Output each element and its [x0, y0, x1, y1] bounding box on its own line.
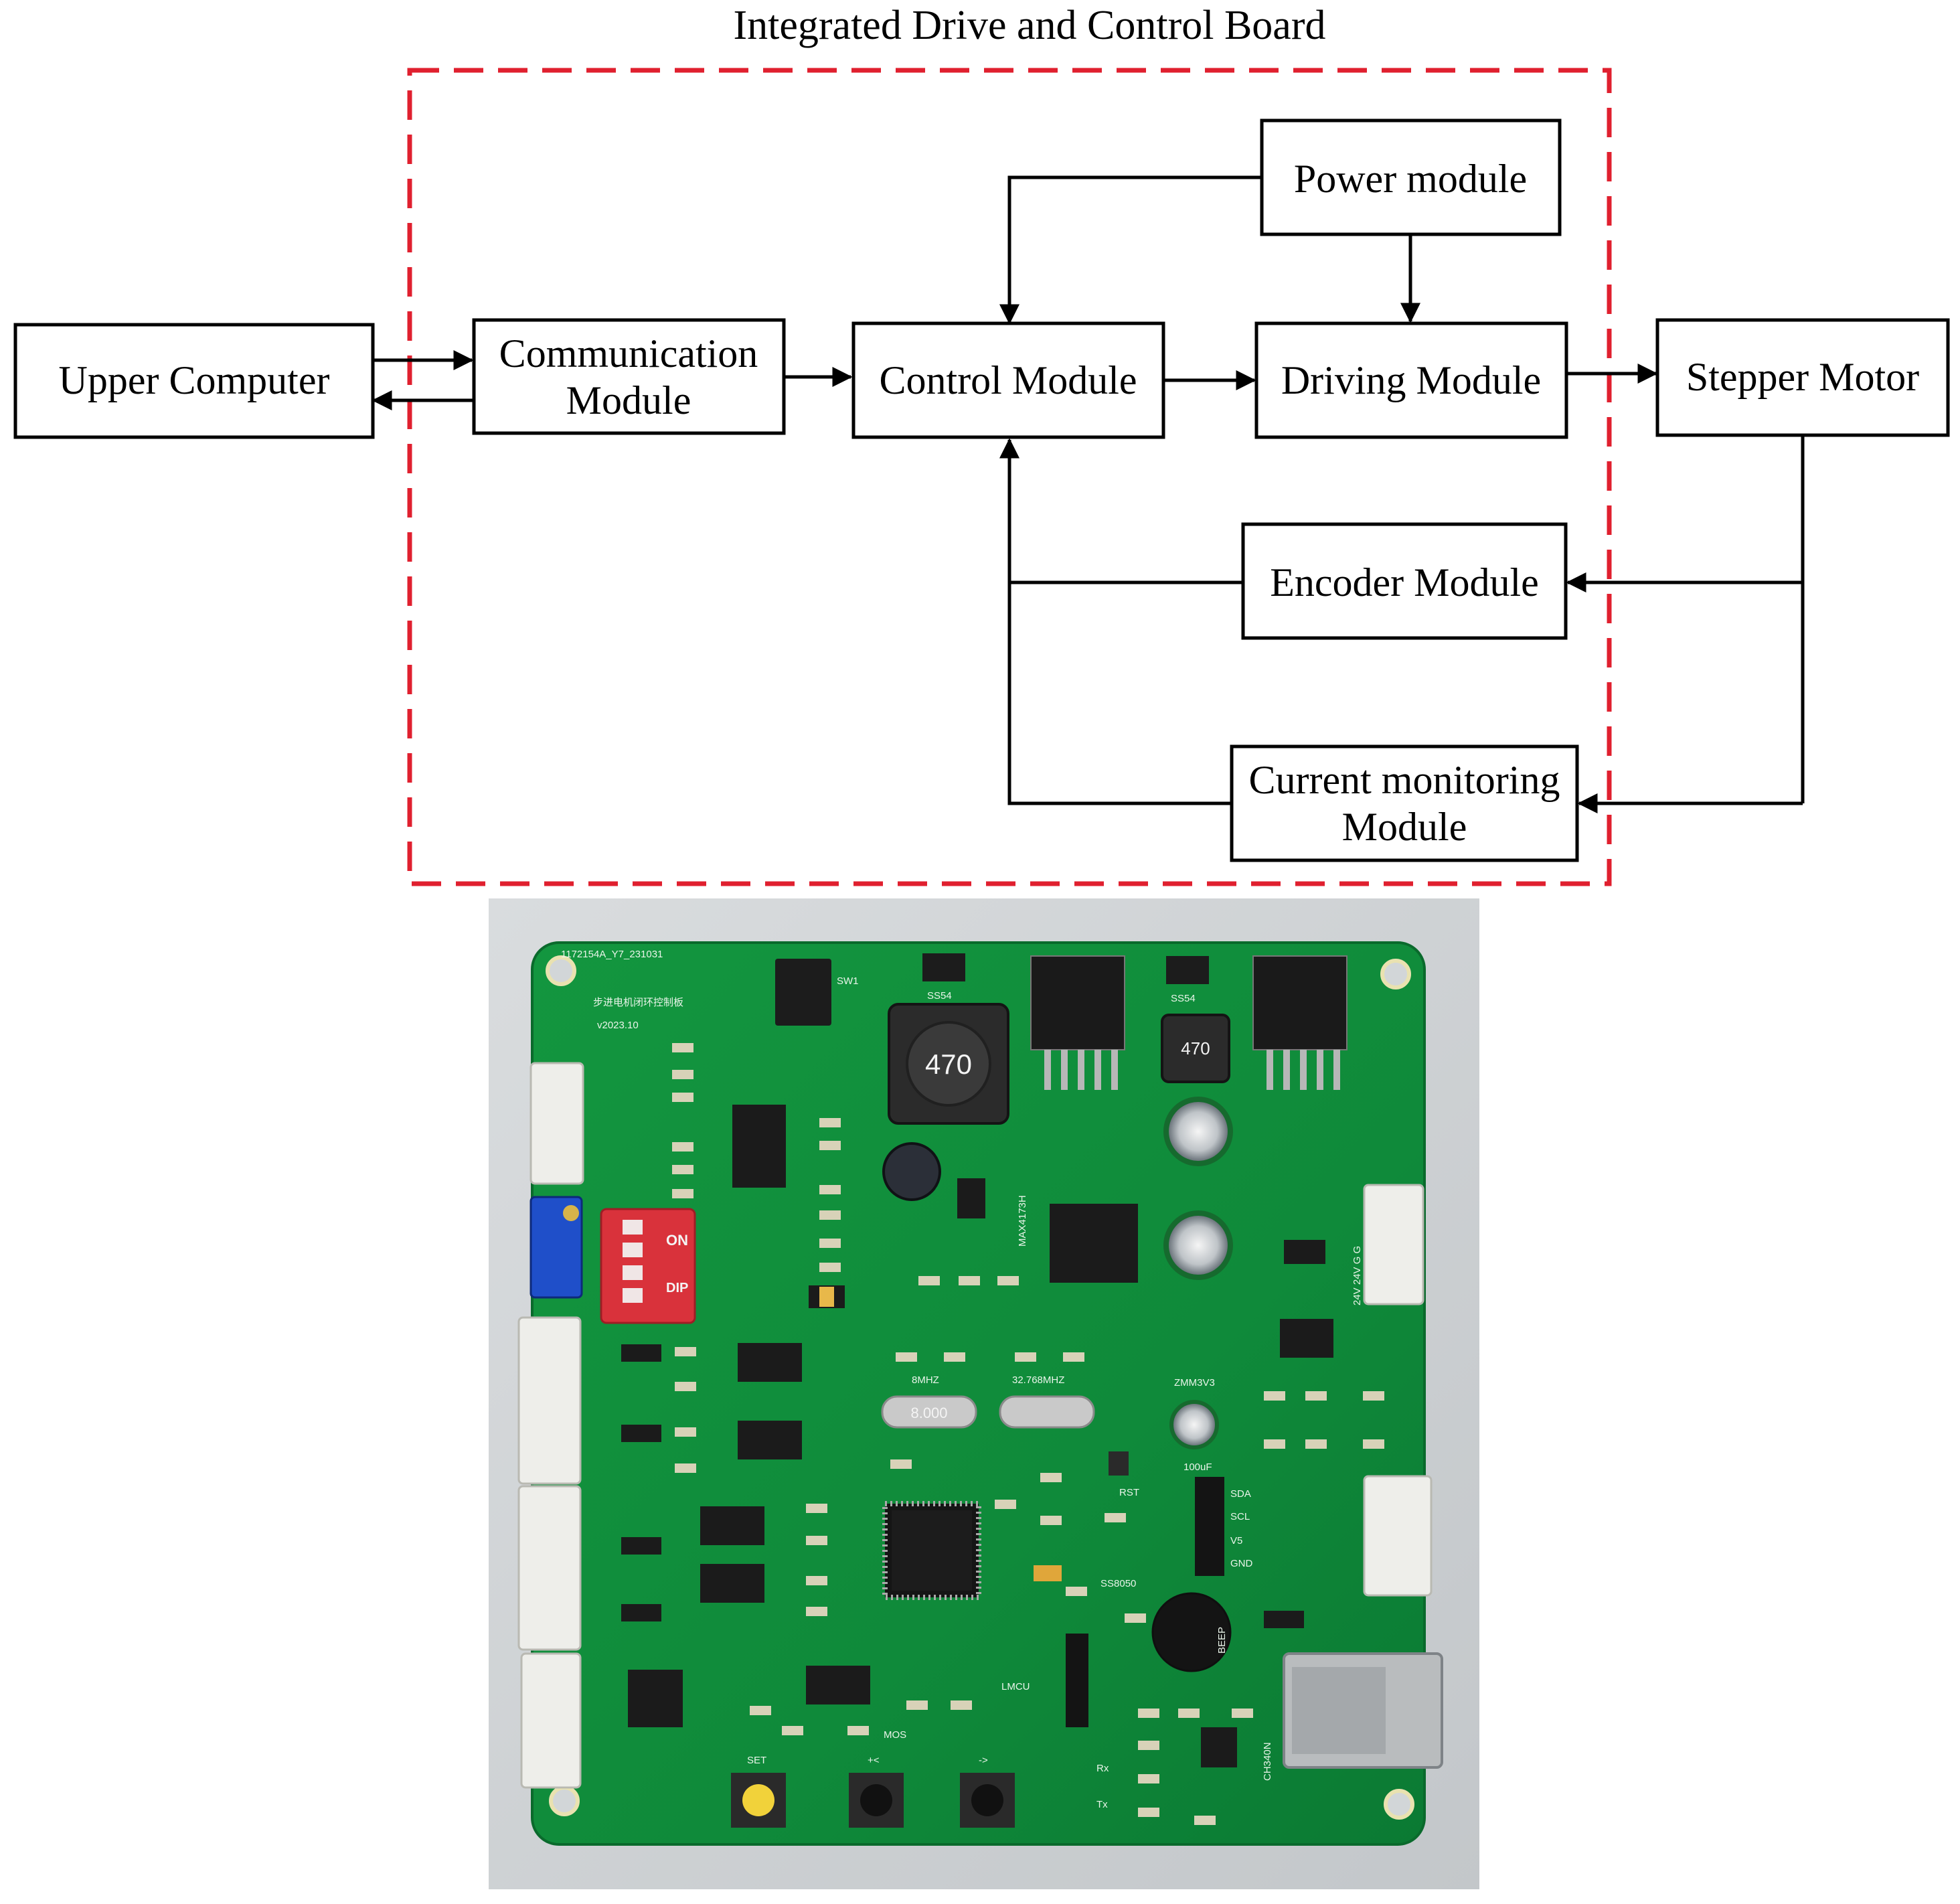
node-communication-module: Communication Module — [472, 318, 786, 435]
tantalum-cap — [1034, 1565, 1062, 1581]
node-upper-computer: Upper Computer — [13, 323, 375, 439]
dip-on-label: ON — [666, 1232, 688, 1249]
node-encoder-module: Encoder Module — [1241, 522, 1568, 640]
rx-label: Rx — [1096, 1763, 1109, 1774]
node-stepper-label: Stepper Motor — [1686, 355, 1919, 399]
button-plus-label: +< — [868, 1755, 880, 1766]
svg-text:GND: GND — [1230, 1558, 1253, 1569]
node-current-monitoring-module: Current monitoring Module — [1230, 744, 1579, 862]
i2c-pin-labels: SDA SCL V5 GND — [1230, 1488, 1253, 1569]
node-current-label-line2: Module — [1342, 805, 1467, 849]
node-power-label: Power module — [1294, 157, 1527, 201]
node-driving-label: Driving Module — [1281, 358, 1541, 402]
beep-label: BEEP — [1216, 1627, 1228, 1654]
tx-label: Tx — [1096, 1799, 1108, 1810]
capacitors — [882, 1097, 1233, 1449]
sw1-label: SW1 — [837, 975, 859, 987]
smd-diodes-left — [621, 1344, 661, 1362]
board-name-label: 步进电机闭环控制板 — [593, 996, 683, 1008]
node-control-label: Control Module — [880, 358, 1137, 402]
cap-value-label: 100uF — [1183, 1461, 1212, 1473]
edges — [372, 175, 1805, 813]
node-encoder-label: Encoder Module — [1270, 560, 1539, 605]
svg-text:SCL: SCL — [1230, 1511, 1250, 1522]
chip-ch340n-label: CH340N — [1262, 1742, 1273, 1781]
edge-current-feedback — [999, 438, 1232, 805]
smd-components — [672, 1043, 1384, 1825]
dip-label: DIP — [666, 1281, 688, 1295]
transistor-label: SS8050 — [1100, 1578, 1136, 1589]
node-upper-computer-label: Upper Computer — [59, 358, 330, 402]
inductor-value-small: 470 — [1181, 1038, 1210, 1058]
board-id-label: 1172154A_Y7_231031 — [561, 949, 663, 960]
pcb-photo: 1172154A_Y7_231031 步进电机闭环控制板 v2023.10 ON… — [489, 898, 1479, 1889]
mcu-qfp — [882, 1501, 981, 1600]
node-communication-label-line1: Communication — [499, 331, 758, 376]
chip-max4173h-label: MAX4173H — [1017, 1195, 1028, 1247]
ic-chips — [700, 1105, 1237, 1767]
potentiometer — [529, 1196, 583, 1299]
inductor-large: 470 — [888, 1003, 1009, 1125]
button-set-label: SET — [747, 1755, 766, 1766]
diode-ss54-right-label: SS54 — [1171, 993, 1196, 1004]
left-connectors — [517, 1062, 584, 1789]
board-version-label: v2023.10 — [597, 1020, 639, 1031]
node-communication-label-line2: Module — [566, 378, 691, 422]
svg-text:SDA: SDA — [1230, 1488, 1251, 1500]
button-arrow-label: -> — [979, 1755, 988, 1766]
crystal-8mhz-label: 8MHZ — [912, 1374, 939, 1386]
bottom-left-mosfet — [628, 1670, 683, 1727]
i2c-header — [1195, 1477, 1224, 1576]
lmcu-label: LMCU — [1001, 1681, 1030, 1692]
regulator-zmm-label: ZMM3V3 — [1174, 1377, 1215, 1389]
dip-switch: ON DIP — [600, 1208, 696, 1324]
node-driving-module: Driving Module — [1254, 321, 1568, 439]
edge-power-to-control — [999, 175, 1262, 325]
diode-ss54-left — [922, 953, 965, 981]
board-boundary — [407, 68, 1612, 886]
diode-ss54-left-label: SS54 — [927, 990, 952, 1002]
diagram-title: Integrated Drive and Control Board — [734, 3, 1326, 48]
regulator-pins — [1044, 1050, 1340, 1090]
crystal-32k-label: 32.768MHZ — [1012, 1374, 1064, 1386]
regulators — [1030, 955, 1348, 1050]
pin-header-vdcg — [1066, 1634, 1088, 1727]
rst-label: RST — [1119, 1487, 1139, 1498]
crystal-marking: 8.000 — [910, 1405, 947, 1421]
inductor-small: 470 — [1161, 1014, 1230, 1083]
sot223-regulator — [1280, 1319, 1333, 1358]
push-buttons — [731, 1451, 1129, 1828]
node-power-module: Power module — [1260, 118, 1562, 236]
right-connectors — [1363, 1184, 1433, 1597]
diode-ss54-right — [1166, 956, 1209, 984]
node-stepper-motor: Stepper Motor — [1655, 318, 1950, 437]
sw1-switch — [775, 959, 831, 1026]
usb-b-connector — [1283, 1652, 1443, 1769]
power-pins-label: 24V 24V G G — [1352, 1246, 1363, 1305]
svg-text:V5: V5 — [1230, 1535, 1242, 1546]
block-diagram: Integrated Drive and Control Board Upper… — [13, 3, 1950, 886]
beeper: BEEP — [1151, 1592, 1232, 1672]
node-control-module: Control Module — [851, 321, 1165, 439]
mos-label: MOS — [884, 1729, 906, 1741]
d1-diode — [1284, 1240, 1325, 1264]
inductor-value-large: 470 — [925, 1048, 972, 1080]
crystals: 8.000 8MHZ 32.768MHZ — [881, 1374, 1095, 1429]
node-current-label-line1: Current monitoring — [1249, 758, 1560, 802]
